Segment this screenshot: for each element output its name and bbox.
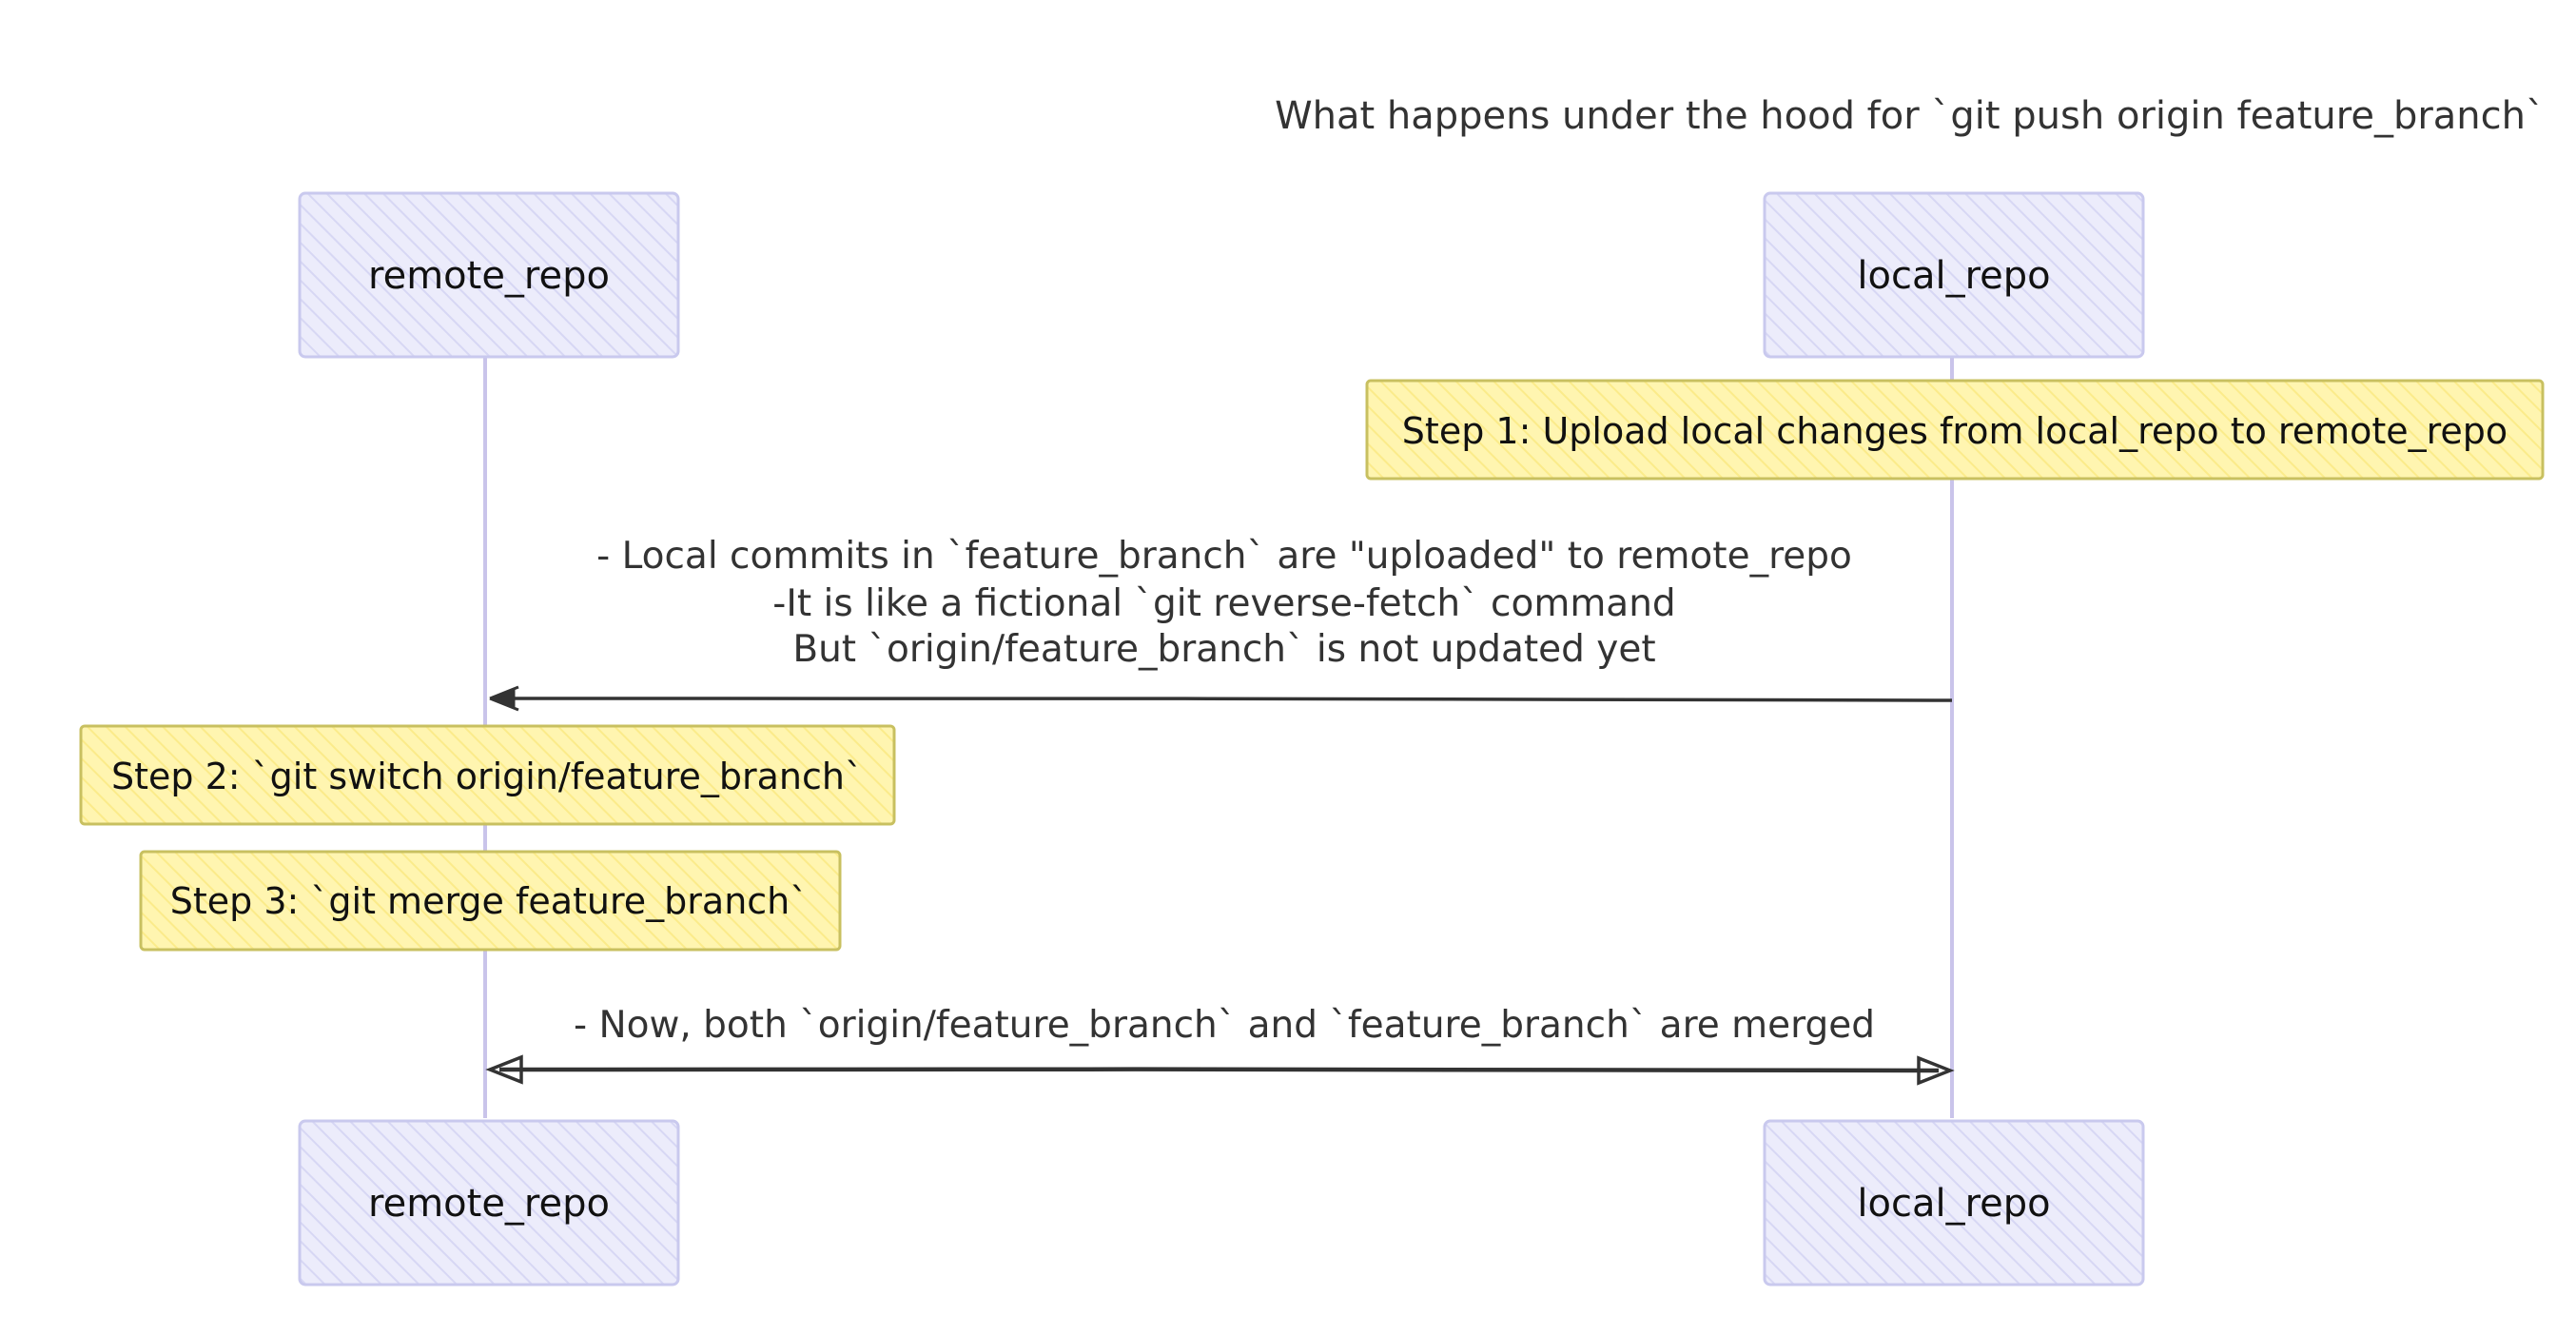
message-upload-line3: But `origin/feature_branch` is not updat… (792, 628, 1655, 671)
actor-label: remote_repo (368, 254, 610, 298)
actor-label: local_repo (1857, 254, 2050, 298)
message-upload-arrow (489, 685, 1953, 712)
actor-local-top: local_repo (1763, 191, 2145, 359)
message-upload-line2: -It is like a fictional `git reverse-fet… (772, 582, 1675, 625)
actor-label: remote_repo (368, 1182, 610, 1226)
note-step2: Step 2: `git switch origin/feature_branc… (79, 724, 896, 826)
actor-label: local_repo (1857, 1182, 2050, 1226)
message-upload-line1: - Local commits in `feature_branch` are … (596, 535, 1852, 578)
note-text: Step 3: `git merge feature_branch` (170, 880, 809, 922)
note-step1: Step 1: Upload local changes from local_… (1365, 379, 2545, 481)
diagram-title: What happens under the hood for `git pus… (1275, 94, 2545, 138)
note-step3: Step 3: `git merge feature_branch` (139, 850, 842, 952)
note-text: Step 2: `git switch origin/feature_branc… (111, 756, 863, 797)
actor-local-bottom: local_repo (1763, 1119, 2145, 1287)
actor-remote-top: remote_repo (298, 191, 680, 359)
note-text: Step 1: Upload local changes from local_… (1402, 410, 2508, 452)
actor-remote-bottom: remote_repo (298, 1119, 680, 1287)
message-merged-line1: - Now, both `origin/feature_branch` and … (574, 1004, 1875, 1047)
message-merged-arrow (485, 1054, 1955, 1086)
